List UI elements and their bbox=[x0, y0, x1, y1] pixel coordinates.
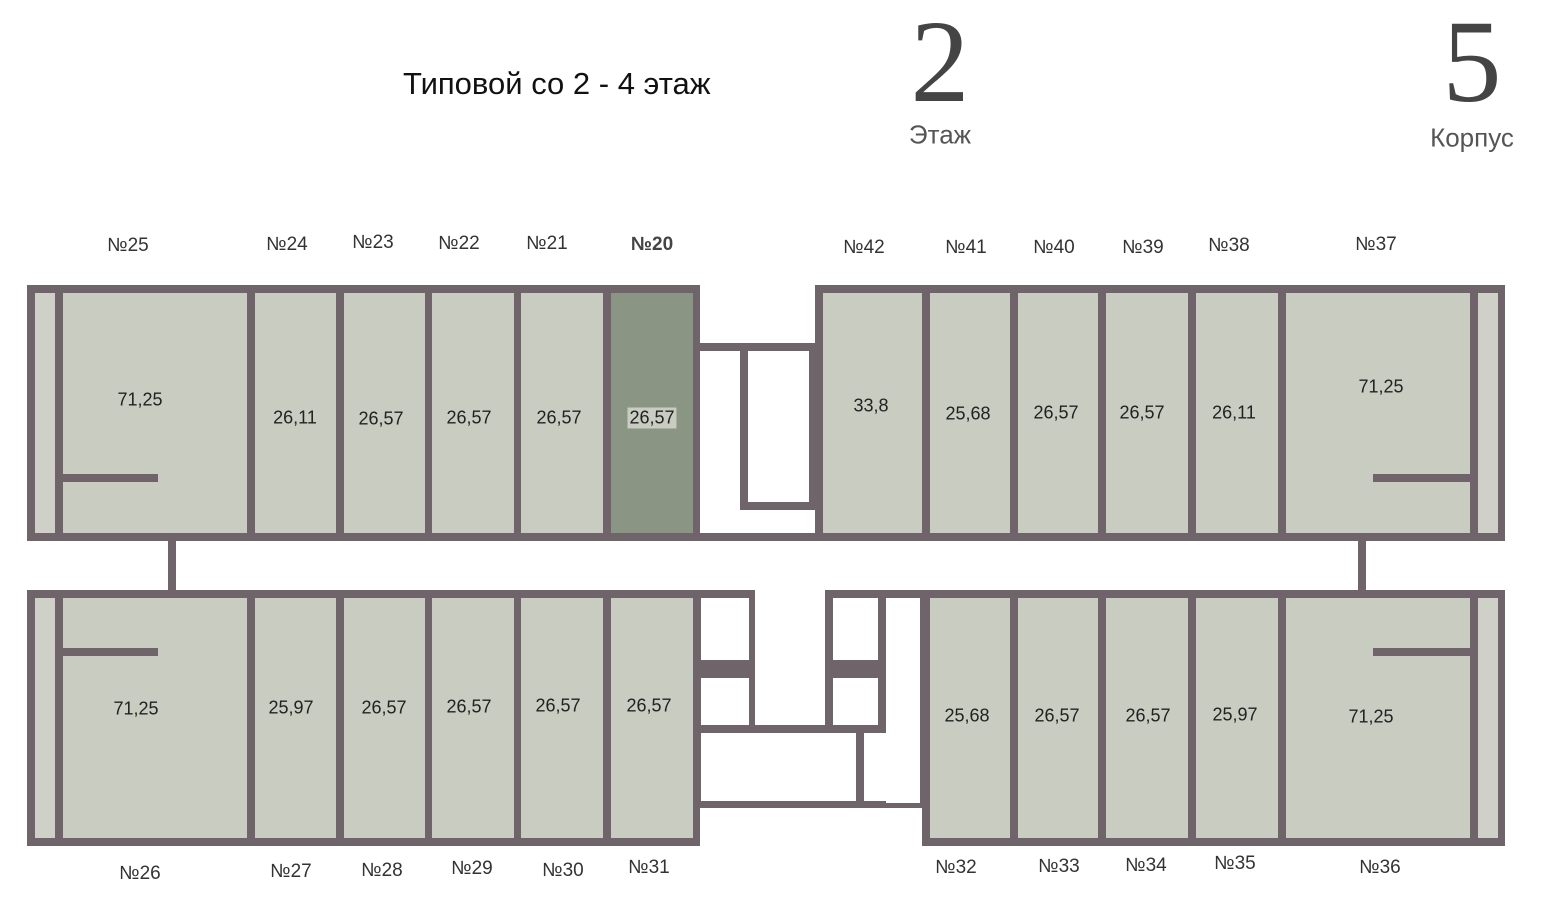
apartment-area: 26,57 bbox=[626, 695, 672, 716]
apartment-23[interactable] bbox=[344, 293, 425, 533]
apartment-number[interactable]: №27 bbox=[270, 861, 312, 882]
apartment-number[interactable]: №36 bbox=[1359, 857, 1401, 878]
interior-wall bbox=[63, 474, 158, 482]
core-hall bbox=[755, 590, 825, 725]
apartment-area: 71,25 bbox=[113, 698, 159, 719]
apartment-area: 25,68 bbox=[944, 705, 990, 726]
apartment-area: 71,25 bbox=[1358, 376, 1404, 397]
core-room bbox=[701, 733, 856, 801]
apartment-area: 26,57 bbox=[361, 697, 407, 718]
apartment-42[interactable] bbox=[823, 293, 922, 533]
apartment-area: 25,68 bbox=[945, 403, 991, 424]
apartment-area: 26,57 bbox=[1125, 705, 1171, 726]
building-label: Корпус bbox=[1430, 122, 1514, 153]
apartment-area: 26,57 bbox=[536, 407, 582, 428]
core-room bbox=[701, 678, 749, 725]
apartment-number[interactable]: №22 bbox=[438, 233, 480, 254]
balcony-strip bbox=[1478, 598, 1498, 838]
interior-wall bbox=[1373, 474, 1470, 482]
core-room bbox=[864, 733, 920, 801]
balcony-strip bbox=[1478, 293, 1498, 533]
apartment-34[interactable] bbox=[1106, 598, 1188, 838]
apartment-35[interactable] bbox=[1196, 598, 1278, 838]
apartment-25[interactable] bbox=[63, 293, 247, 533]
apartment-number-selected[interactable]: №20 bbox=[630, 234, 674, 255]
apartment-31[interactable] bbox=[611, 598, 693, 838]
apartment-number[interactable]: №24 bbox=[266, 234, 308, 255]
apartment-number[interactable]: №40 bbox=[1033, 237, 1075, 258]
apartment-number[interactable]: №32 bbox=[935, 857, 977, 878]
balcony-strip bbox=[35, 598, 55, 838]
apartment-24[interactable] bbox=[255, 293, 336, 533]
apartment-41[interactable] bbox=[930, 293, 1010, 533]
apartment-40[interactable] bbox=[1018, 293, 1098, 533]
apartment-37[interactable] bbox=[1286, 293, 1470, 533]
apartment-21[interactable] bbox=[521, 293, 603, 533]
apartment-area: 33,8 bbox=[853, 395, 889, 416]
apartment-number[interactable]: №39 bbox=[1122, 237, 1164, 258]
apartment-27[interactable] bbox=[255, 598, 336, 838]
apartment-38[interactable] bbox=[1196, 293, 1278, 533]
apartment-area-selected: 26,57 bbox=[627, 407, 677, 429]
apartment-number[interactable]: №35 bbox=[1214, 853, 1256, 874]
apartment-number[interactable]: №29 bbox=[451, 858, 493, 879]
elevator-inner bbox=[748, 351, 809, 502]
apartment-36[interactable] bbox=[1286, 598, 1470, 838]
balcony-strip bbox=[35, 293, 55, 533]
apartment-number[interactable]: №38 bbox=[1208, 235, 1250, 256]
floor-number: 2 bbox=[910, 0, 970, 127]
apartment-32[interactable] bbox=[930, 598, 1010, 838]
apartment-number[interactable]: №42 bbox=[843, 237, 885, 258]
apartment-area: 26,11 bbox=[273, 407, 317, 428]
apartment-number[interactable]: №37 bbox=[1355, 234, 1397, 255]
core-room bbox=[701, 598, 749, 660]
apartment-area: 71,25 bbox=[117, 389, 163, 410]
apartment-area: 26,57 bbox=[535, 695, 581, 716]
corridor bbox=[176, 541, 1358, 590]
apartment-26[interactable] bbox=[63, 598, 247, 838]
apartment-number[interactable]: №28 bbox=[361, 860, 403, 881]
apartment-22[interactable] bbox=[432, 293, 514, 533]
apartment-number[interactable]: №30 bbox=[542, 860, 584, 881]
apartment-29[interactable] bbox=[432, 598, 514, 838]
interior-wall bbox=[1373, 648, 1470, 656]
apartment-28[interactable] bbox=[344, 598, 425, 838]
apartment-33[interactable] bbox=[1018, 598, 1098, 838]
apartment-area: 71,25 bbox=[1348, 706, 1394, 727]
apartment-area: 25,97 bbox=[268, 697, 314, 718]
building-number: 5 bbox=[1442, 0, 1502, 127]
core-room bbox=[833, 678, 878, 725]
apartment-30[interactable] bbox=[521, 598, 603, 838]
apartment-area: 26,57 bbox=[358, 408, 404, 429]
spacer bbox=[176, 533, 693, 598]
apartment-area: 26,57 bbox=[446, 696, 492, 717]
apartment-number[interactable]: №23 bbox=[352, 232, 394, 253]
apartment-number[interactable]: №34 bbox=[1125, 855, 1167, 876]
apartment-number[interactable]: №31 bbox=[628, 857, 670, 878]
interior-wall bbox=[63, 648, 158, 656]
apartment-39[interactable] bbox=[1106, 293, 1188, 533]
apartment-number[interactable]: №21 bbox=[526, 233, 568, 254]
apartment-number[interactable]: №33 bbox=[1038, 856, 1080, 877]
page-title: Типовой со 2 - 4 этаж bbox=[403, 66, 711, 101]
apartment-area: 26,11 bbox=[1212, 402, 1256, 423]
floor-label: Этаж bbox=[908, 119, 972, 150]
apartment-area: 26,57 bbox=[1119, 402, 1165, 423]
apartment-number[interactable]: №41 bbox=[945, 237, 987, 258]
apartment-number[interactable]: №26 bbox=[119, 863, 161, 884]
core-room bbox=[833, 598, 878, 660]
apartment-area: 26,57 bbox=[1034, 705, 1080, 726]
apartment-area: 26,57 bbox=[446, 407, 492, 428]
apartment-area: 26,57 bbox=[1033, 402, 1079, 423]
apartment-number[interactable]: №25 bbox=[107, 235, 149, 256]
apartment-area: 25,97 bbox=[1212, 704, 1258, 725]
